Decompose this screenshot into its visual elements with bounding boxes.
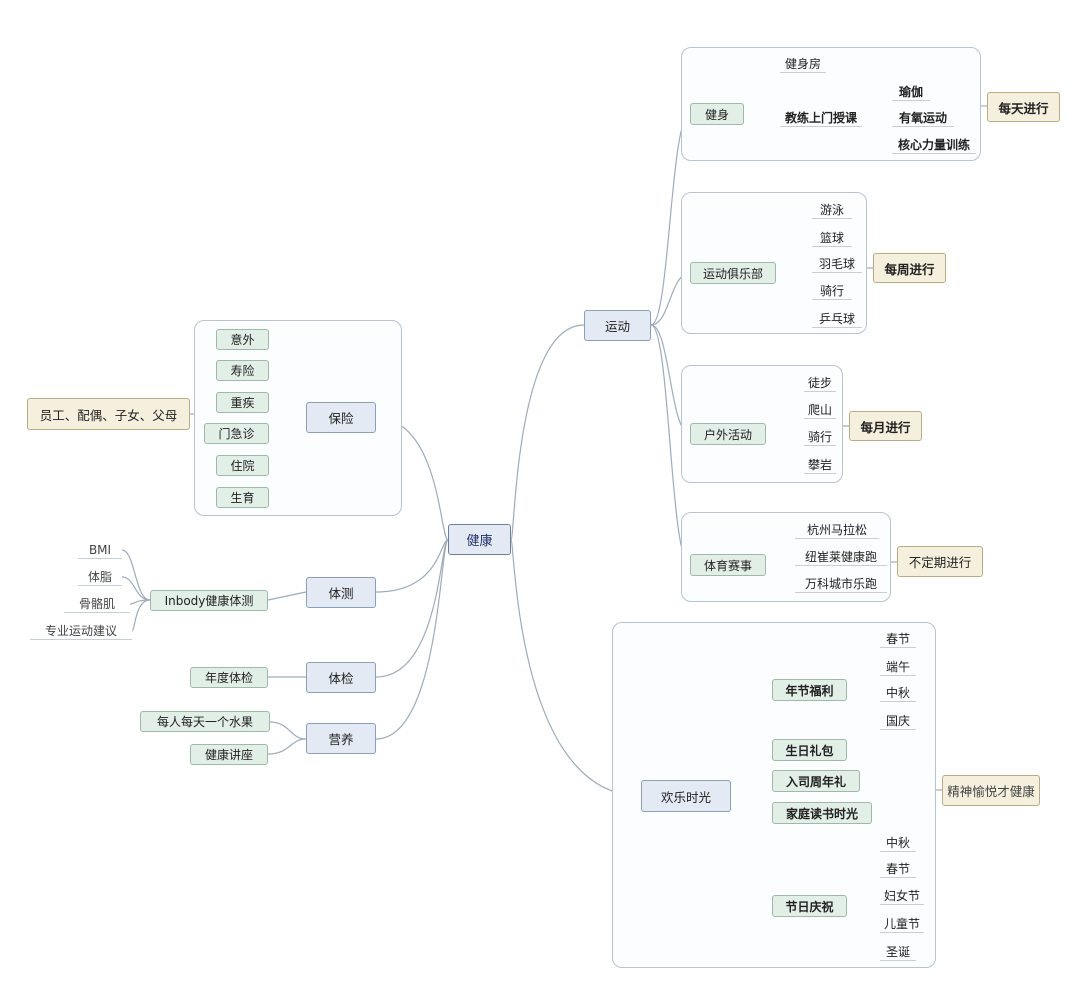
insurance-item[interactable]: 门急诊 (204, 423, 269, 444)
holiday-leaf[interactable]: 圣诞 (880, 944, 916, 961)
insurance-item[interactable]: 重疾 (216, 392, 269, 413)
measure-leaf[interactable]: 骨骼肌 (64, 596, 130, 613)
fitness-class[interactable]: 有氧运动 (892, 110, 954, 127)
measure-sub[interactable]: Inbody健康体测 (150, 590, 268, 611)
holiday-leaf[interactable]: 儿童节 (880, 916, 924, 933)
insurance-item[interactable]: 住院 (216, 455, 269, 476)
outdoor-leaf[interactable]: 徒步 (804, 375, 836, 392)
club-leaf[interactable]: 篮球 (812, 230, 852, 247)
measure-leaf[interactable]: 体脂 (78, 569, 122, 586)
events-leaf[interactable]: 纽崔莱健康跑 (795, 549, 887, 566)
festival-leaf[interactable]: 中秋 (880, 685, 916, 702)
outdoor-leaf[interactable]: 爬山 (804, 402, 836, 419)
branch-happy[interactable]: 欢乐时光 (641, 780, 731, 812)
measure-leaf[interactable]: 专业运动建议 (30, 623, 132, 640)
happy-reading-node[interactable]: 家庭读书时光 (772, 802, 872, 824)
fitness-class[interactable]: 瑜伽 (892, 84, 930, 101)
measure-leaf[interactable]: BMI (78, 542, 122, 559)
fitness-note[interactable]: 每天进行 (987, 92, 1060, 122)
branch-measure[interactable]: 体测 (306, 577, 376, 608)
nutrition-item[interactable]: 每人每天一个水果 (140, 711, 270, 732)
insurance-note[interactable]: 员工、配偶、子女、父母 (27, 398, 190, 430)
connector-root-happy (510, 539, 642, 797)
club-leaf[interactable]: 游泳 (812, 202, 852, 219)
holiday-leaf[interactable]: 春节 (880, 861, 916, 878)
festival-leaf[interactable]: 国庆 (880, 713, 916, 730)
outdoor-note[interactable]: 每月进行 (849, 411, 922, 441)
branch-checkup[interactable]: 体检 (306, 662, 376, 693)
holiday-leaf[interactable]: 妇女节 (880, 888, 924, 905)
fitness-node[interactable]: 健身 (690, 103, 744, 125)
insurance-item[interactable]: 生育 (216, 487, 269, 508)
holiday-leaf[interactable]: 中秋 (880, 835, 916, 852)
nutrition-item[interactable]: 健康讲座 (190, 744, 268, 765)
events-leaf[interactable]: 万科城市乐跑 (795, 576, 887, 593)
fitness-gym[interactable]: 健身房 (780, 56, 826, 73)
happy-birthday-node[interactable]: 生日礼包 (772, 739, 847, 761)
club-node[interactable]: 运动俱乐部 (690, 262, 776, 284)
club-note[interactable]: 每周进行 (873, 253, 946, 283)
festival-leaf[interactable]: 端午 (880, 659, 916, 676)
outdoor-node[interactable]: 户外活动 (690, 423, 766, 445)
events-node[interactable]: 体育赛事 (690, 554, 766, 576)
connector-root-nutrition (375, 539, 449, 740)
insurance-item[interactable]: 意外 (216, 329, 269, 350)
fitness-class[interactable]: 核心力量训练 (892, 137, 976, 154)
connector-root-measure (375, 539, 449, 593)
happy-holiday-node[interactable]: 节日庆祝 (772, 895, 847, 917)
club-leaf[interactable]: 乒乓球 (812, 311, 862, 328)
happy-note[interactable]: 精神愉悦才健康 (942, 775, 1040, 806)
fitness-coach[interactable]: 教练上门授课 (780, 110, 862, 127)
branch-sport[interactable]: 运动 (584, 310, 651, 341)
insurance-item[interactable]: 寿险 (216, 360, 269, 381)
branch-insurance[interactable]: 保险 (306, 402, 376, 433)
festival-leaf[interactable]: 春节 (880, 631, 916, 648)
happy-festival-node[interactable]: 年节福利 (772, 679, 847, 701)
outdoor-leaf[interactable]: 攀岩 (804, 457, 836, 474)
events-leaf[interactable]: 杭州马拉松 (795, 522, 879, 539)
branch-nutrition[interactable]: 营养 (306, 723, 376, 754)
events-note[interactable]: 不定期进行 (897, 546, 983, 577)
club-leaf[interactable]: 羽毛球 (812, 256, 862, 273)
club-leaf[interactable]: 骑行 (812, 283, 852, 300)
outdoor-leaf[interactable]: 骑行 (804, 429, 836, 446)
connector-root-sport (510, 324, 585, 541)
root-node[interactable]: 健康 (448, 524, 511, 555)
checkup-sub[interactable]: 年度体检 (190, 667, 268, 688)
happy-anniversary-node[interactable]: 入司周年礼 (772, 770, 860, 792)
